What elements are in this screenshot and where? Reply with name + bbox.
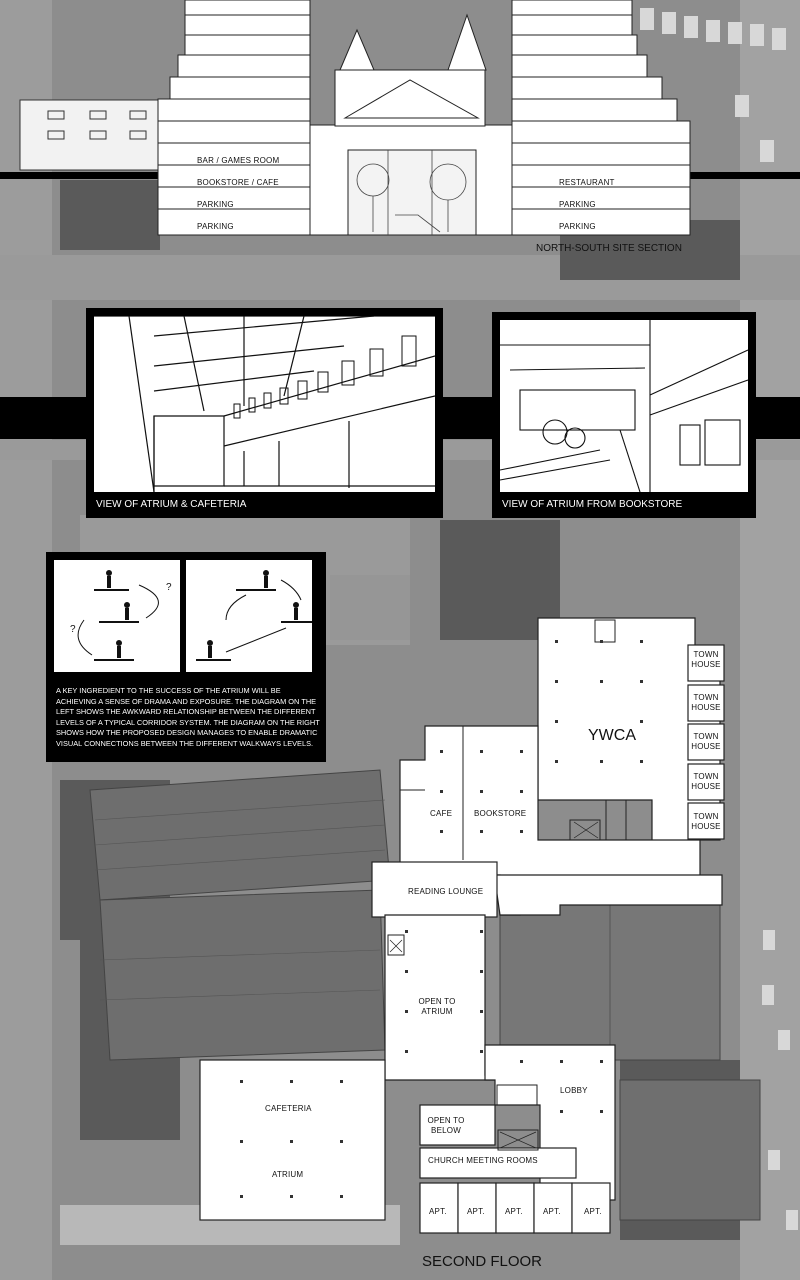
view-atrium-cafeteria-frame: VIEW OF ATRIUM & CAFETERIA (86, 308, 443, 518)
plan-title: SECOND FLOOR (422, 1253, 543, 1270)
site-section-drawing (19, 0, 691, 236)
atrium-bookstore-sketch (500, 320, 748, 492)
section-label-parking-1: PARKING (197, 200, 234, 209)
plan-label-cafeteria: CAFETERIA (265, 1104, 312, 1113)
plan-label-lobby: LOBBY (560, 1086, 588, 1095)
section-caption: NORTH-SOUTH SITE SECTION (536, 243, 682, 254)
view-atrium-bookstore-caption: VIEW OF ATRIUM FROM BOOKSTORE (502, 499, 683, 510)
diagram-panel-typical-corridor: ? ? (54, 560, 180, 672)
plan-label-town-house-5: TOWN HOUSE (691, 812, 721, 831)
diagram-description: A KEY INGREDIENT TO THE SUCCESS OF THE A… (56, 686, 320, 748)
atrium-cafeteria-sketch (94, 316, 435, 492)
plan-label-town-house-2: TOWN HOUSE (691, 693, 721, 712)
plan-label-cafe: CAFE (430, 809, 453, 818)
section-label-parking-3: PARKING (559, 200, 596, 209)
section-label-bookstore-cafe: BOOKSTORE / CAFE (197, 178, 279, 187)
plan-label-open-to-below: OPEN TO BELOW (427, 1116, 465, 1135)
plan-label-apt-1: APT. (429, 1207, 447, 1216)
plan-label-apt-2: APT. (467, 1207, 485, 1216)
section-label-restaurant: RESTAURANT (559, 178, 615, 187)
plan-label-apt-5: APT. (584, 1207, 602, 1216)
plan-label-reading-lounge: READING LOUNGE (408, 887, 484, 896)
plan-label-church-meeting-rooms: CHURCH MEETING ROOMS (428, 1156, 538, 1165)
plan-label-town-house-3: TOWN HOUSE (691, 732, 721, 751)
diagram-panel-proposed-design (186, 560, 312, 672)
section-label-parking-4: PARKING (559, 222, 596, 231)
plan-label-atrium: ATRIUM (272, 1170, 304, 1179)
plan-label-town-house-1: TOWN HOUSE (691, 650, 721, 669)
view-atrium-bookstore-frame: VIEW OF ATRIUM FROM BOOKSTORE (492, 312, 756, 518)
plan-label-bookstore: BOOKSTORE (474, 809, 527, 818)
plan-label-apt-3: APT. (505, 1207, 523, 1216)
plan-label-open-to-atrium: OPEN TO ATRIUM (418, 997, 456, 1016)
section-label-parking-2: PARKING (197, 222, 234, 231)
plan-label-town-house-4: TOWN HOUSE (691, 772, 721, 791)
section-label-bar-games-room: BAR / GAMES ROOM (197, 156, 280, 165)
atrium-concept-diagram: ? ? (46, 552, 326, 762)
view-atrium-cafeteria-caption: VIEW OF ATRIUM & CAFETERIA (96, 499, 247, 510)
question-mark-right: ? (166, 582, 172, 593)
plan-label-ywca: YWCA (588, 727, 636, 744)
plan-label-apt-4: APT. (543, 1207, 561, 1216)
question-mark-left: ? (70, 624, 76, 635)
